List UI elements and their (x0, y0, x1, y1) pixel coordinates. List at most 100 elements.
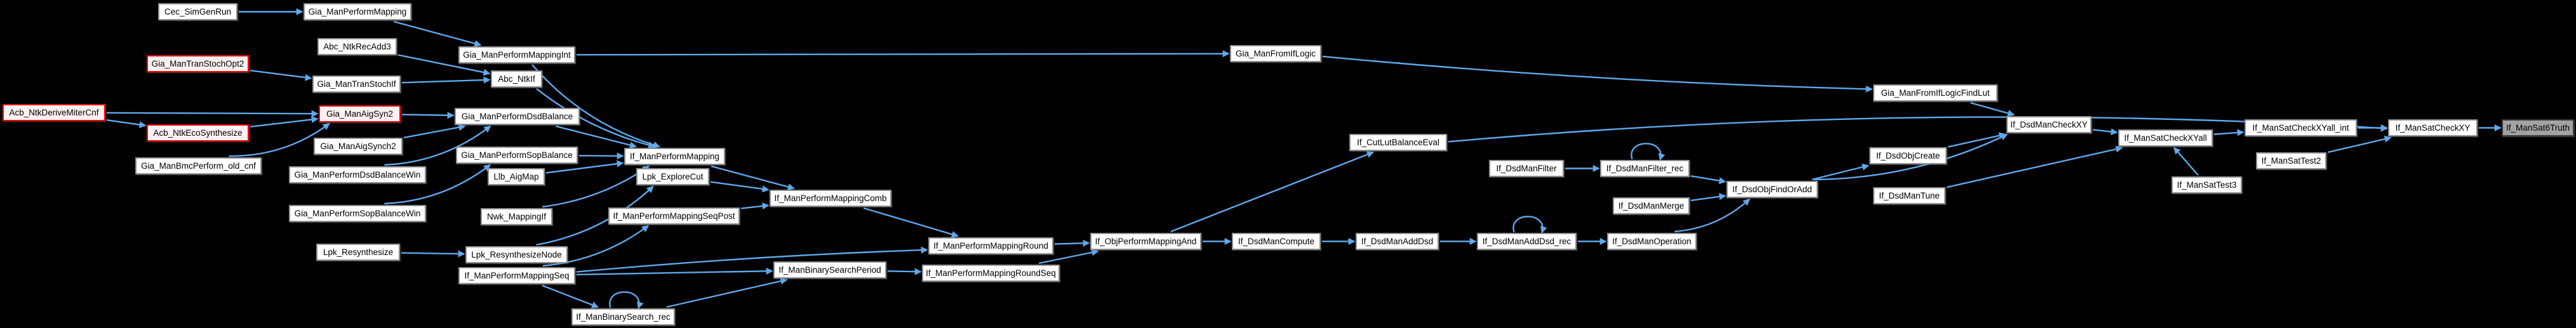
graph-node-cec_simgenrun[interactable]: Cec_SimGenRun (158, 3, 237, 20)
edge-if_manperformmappingcomb-to-if_manperformmappinground (863, 207, 959, 238)
graph-node-if_manperformmappingcomb[interactable]: If_ManPerformMappingComb (770, 190, 891, 207)
edge-gia_manperformdsdbalancewin-to-gia_manperformdsdbalance (384, 125, 491, 166)
edge-if_mansattest2-to-if_mansatcheckxy (2327, 135, 2392, 154)
edge-if_dsdmanfilter_rec-to-if_dsdmanfilter_rec (1631, 143, 1665, 161)
graph-node-if_manperformmapping[interactable]: If_ManPerformMapping (624, 148, 725, 165)
edge-gia_manperformmappingint-to-gia_manfromiflogic (576, 50, 1230, 58)
graph-node-nwk_mappingif[interactable]: Nwk_MappingIf (481, 208, 552, 225)
graph-node-lpk_explorecut[interactable]: Lpk_ExploreCut (636, 168, 709, 185)
edge-if_dsdmanoperation-to-if_dsdobjfindoradd (1674, 198, 1751, 233)
edge-if_mansatcheckxyall-to-if_mansatcheckxyall_int (2213, 129, 2245, 136)
graph-node-gia_manperformsopbalance[interactable]: Gia_ManPerformSopBalance (456, 147, 578, 164)
edge-gia_manaigsynch2-to-gia_manperformdsdbalance (403, 124, 466, 139)
edge-acb_ntkderivemitercnf-to-gia_manaigsyn2 (106, 110, 319, 117)
graph-node-if_mansatcheckxy[interactable]: If_ManSatCheckXY (2388, 119, 2478, 136)
graph-node-if_mansatcheckxyall[interactable]: If_ManSatCheckXYall (2118, 129, 2213, 147)
edge-gia_manperformsopbalance-to-if_manperformmapping (578, 152, 624, 160)
graph-node-gia_manaigsynch2[interactable]: Gia_ManAigSynch2 (314, 138, 403, 155)
edge-if_dsdmantune-to-if_mansatcheckxyall (1946, 145, 2123, 188)
edge-acb_ntkecosynthesize-to-gia_manaigsyn2 (250, 115, 319, 128)
edge-if_manperformmappingseq-to-if_manperformmappingseqpost (542, 225, 650, 267)
edge-if_manbinarysearch_rec-to-if_manbinarysearch_rec (609, 291, 644, 310)
graph-node-if_mansattest2[interactable]: If_ManSatTest2 (2256, 152, 2326, 169)
edge-gia_manfromiflogic-to-gia_manfromiflogicfindlut (1322, 55, 1873, 93)
edge-if_manperformmappingseq-to-if_manperformmappinground (576, 246, 928, 273)
graph-node-gia_manperformmapping[interactable]: Gia_ManPerformMapping (304, 3, 411, 20)
graph-node-if_dsdmantune[interactable]: If_DsdManTune (1873, 187, 1945, 204)
graph-node-abc_ntkif[interactable]: Abc_NtkIf (491, 70, 542, 88)
edge-nwk_mappingif-to-if_manperformmapping (542, 166, 650, 208)
graph-node-if_manperformmappingseq[interactable]: If_ManPerformMappingSeq (458, 267, 575, 284)
graph-node-gia_manperformsopbalancewin[interactable]: Gia_ManPerformSopBalanceWin (289, 205, 426, 222)
graph-node-gia_mantranstochopt2[interactable]: Gia_ManTranStochOpt2 (147, 55, 249, 72)
graph-node-gia_manfromiflogic[interactable]: Gia_ManFromIfLogic (1230, 45, 1321, 62)
graph-node-if_mansatcheckxyall_int[interactable]: If_ManSatCheckXYall_int (2245, 119, 2357, 136)
edge-if_manperformmappingseq-to-if_manbinarysearch_rec (542, 284, 599, 308)
graph-node-gia_manperformmappingint[interactable]: Gia_ManPerformMappingInt (458, 46, 575, 63)
edge-if_manperformmapping-to-if_manperformmappingcomb (711, 165, 795, 190)
graph-node-gia_manfromiflogicfindlut[interactable]: Gia_ManFromIfLogicFindLut (1873, 84, 1998, 102)
graph-node-abc_ntkrecadd3[interactable]: Abc_NtkRecAdd3 (317, 38, 397, 55)
graph-node-if_dsdmanfilter_rec[interactable]: If_DsdManFilter_rec (1600, 160, 1690, 177)
graph-node-if_dsdmanmerge[interactable]: If_DsdManMerge (1613, 197, 1690, 214)
edge-if_dsdmanadddsd_rec-to-if_dsdmanadddsd_rec (1512, 216, 1547, 234)
edge-if_dsdobjfindoradd-to-if_dsdobjcreate (1812, 163, 1870, 181)
edge-if_dsdmanmerge-to-if_dsdobjfindoradd (1690, 193, 1726, 202)
graph-node-lpk_resynthesizenode[interactable]: Lpk_ResynthesizeNode (465, 246, 568, 263)
edge-if_manperformmappingseqpost-to-if_manperformmappingcomb (740, 202, 770, 210)
graph-node-llb_aigmap[interactable]: Llb_AigMap (488, 168, 545, 185)
edge-llb_aigmap-to-if_manperformmapping (545, 160, 624, 174)
edge-gia_mantranstochif-to-abc_ntkif (401, 76, 491, 84)
edge-lpk_resynthesize-to-lpk_resynthesizenode (401, 250, 465, 258)
graph-node-acb_ntkderivemitercnf[interactable]: Acb_NtkDeriveMiterCnf (3, 104, 105, 121)
edge-gia_manperformmapping-to-gia_manperformmappingint (393, 20, 482, 47)
graph-node-if_manbinarysearch_rec[interactable]: If_ManBinarySearch_rec (571, 308, 675, 325)
edge-if_dsdobjcreate-to-if_dsdmancheckxy (1947, 132, 2006, 148)
graph-node-if_dsdobjcreate[interactable]: If_DsdObjCreate (1869, 147, 1947, 164)
graph-node-if_dsdmancheckxy[interactable]: If_DsdManCheckXY (2006, 116, 2092, 133)
edge-if_mansattest3-to-if_mansatcheckxyall (2173, 147, 2199, 176)
edge-if_objperformmappingand-to-if_cutlutbalanceeval (1170, 151, 1375, 233)
edge-if_manperformmappingseq-to-if_manbinarysearchperiod (576, 267, 773, 275)
edge-if_manperformmappinground-to-if_objperformmappingand (1054, 239, 1090, 247)
edge-if_dsdmanfilter_rec-to-if_dsdobjfindoradd (1690, 175, 1726, 185)
graph-node-if_manbinarysearchperiod[interactable]: If_ManBinarySearchPeriod (773, 261, 886, 279)
edge-if_manperformmappingroundseq-to-if_objperformmappingand (1038, 249, 1099, 265)
edge-gia_manperformmappingint-to-if_manperformmapping (531, 64, 661, 148)
edge-lpk_explorecut-to-if_manperformmappingcomb (710, 181, 770, 193)
graph-node-if_manperformmappingseqpost[interactable]: If_ManPerformMappingSeqPost (608, 207, 740, 225)
graph-node-acb_ntkecosynthesize[interactable]: Acb_NtkEcoSynthesize (147, 124, 249, 141)
graph-node-gia_manperformdsdbalance[interactable]: Gia_ManPerformDsdBalance (455, 108, 580, 125)
edge-gia_manperformdsdbalance-to-if_manperformmapping (556, 125, 637, 149)
graph-node-if_dsdmanfilter[interactable]: If_DsdManFilter (1489, 160, 1564, 177)
edge-abc_ntkrecadd3-to-abc_ntkif (397, 54, 491, 76)
graph-node-if_cutlutbalanceeval[interactable]: If_CutLutBalanceEval (1349, 134, 1447, 151)
graph-node-gia_mantranstochif[interactable]: Gia_ManTranStochIf (312, 75, 401, 93)
graph-node-if_objperformmappingand[interactable]: If_ObjPerformMappingAnd (1090, 233, 1201, 250)
edge-if_manbinarysearchperiod-to-if_manperformmappingroundseq (887, 268, 922, 275)
graph-node-if_dsdobjfindoradd[interactable]: If_DsdObjFindOrAdd (1726, 181, 1818, 198)
graph-node-if_dsdmanadddsd[interactable]: If_DsdManAddDsd (1356, 233, 1439, 250)
graph-node-if_dsdmanoperation[interactable]: If_DsdManOperation (1607, 233, 1697, 250)
edge-if_dsdmancheckxy-to-if_mansatcheckxyall (2092, 128, 2118, 136)
graph-node-if_manperformmappinground[interactable]: If_ManPerformMappingRound (928, 237, 1053, 254)
edge-lpk_resynthesizenode-to-lpk_explorecut (536, 185, 654, 246)
graph-node-if_mansat6truth: If_ManSat6Truth (2502, 119, 2574, 136)
edge-gia_mantranstochopt2-to-gia_mantranstochif (250, 69, 312, 81)
graph-node-gia_manbmcperform_old_cnf[interactable]: Gia_ManBmcPerform_old_cnf (135, 157, 262, 174)
graph-node-if_dsdmanadddsd_rec[interactable]: If_DsdManAddDsd_rec (1477, 233, 1577, 250)
edge-acb_ntkderivemitercnf-to-acb_ntkecosynthesize (106, 119, 147, 128)
graph-node-gia_manperformdsdbalancewin[interactable]: Gia_ManPerformDsdBalanceWin (289, 166, 426, 183)
edge-gia_manfromiflogicfindlut-to-if_dsdmancheckxy (1970, 102, 2015, 117)
graph-node-if_manperformmappingroundseq[interactable]: If_ManPerformMappingRoundSeq (922, 265, 1060, 282)
edge-gia_manbmcperform_old_cnf-to-gia_manaigsyn2 (229, 123, 330, 157)
graph-node-gia_manaigsyn2[interactable]: Gia_ManAigSyn2 (319, 105, 401, 122)
graph-node-if_dsdmancompute[interactable]: If_DsdManCompute (1232, 233, 1321, 250)
edge-if_dsdobjfindoradd-to-if_dsdmancheckxy (1814, 133, 2008, 181)
graph-node-if_mansattest3[interactable]: If_ManSatTest3 (2172, 176, 2242, 194)
edge-gia_manperformsopbalancewin-to-gia_manperformsopbalance (384, 164, 491, 205)
graph-node-lpk_resynthesize[interactable]: Lpk_Resynthesize (316, 244, 400, 261)
edge-if_manbinarysearch_rec-to-if_manbinarysearchperiod (666, 277, 788, 308)
